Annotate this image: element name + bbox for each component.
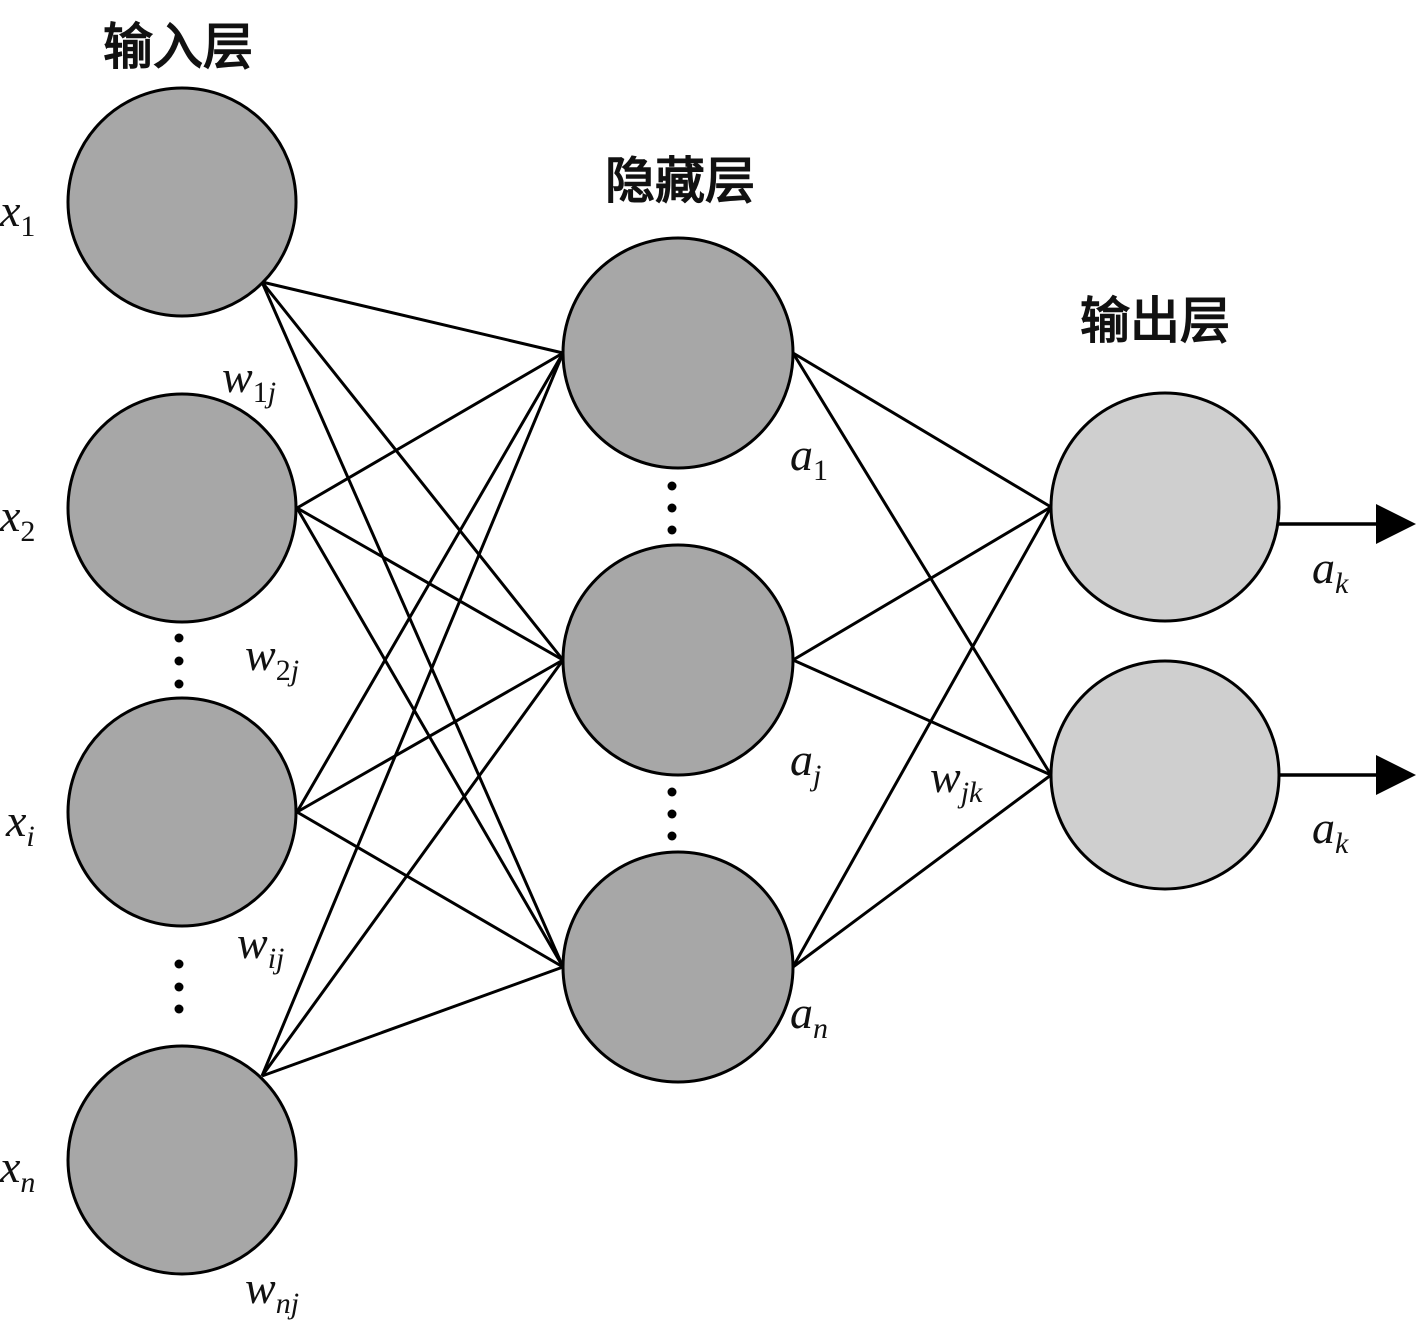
edge-x1-a1	[261, 280, 564, 355]
hidden-layer-title: 隐藏层	[605, 152, 755, 210]
input-layer	[66, 86, 298, 1276]
input-node-xi	[66, 696, 298, 928]
hidden-node-aj	[561, 543, 795, 777]
input-label-x2: x2	[0, 490, 35, 548]
output-node-1	[1049, 391, 1281, 623]
ellipsis-hidden-lower-dot-1	[667, 787, 677, 797]
ellipsis-hidden-upper-dot-3	[667, 525, 677, 535]
input-label-xi: xi	[5, 795, 35, 853]
ellipsis-input-upper-dot-2	[174, 656, 184, 666]
weight-label-w1j: w1j	[222, 351, 276, 409]
ellipsis-input-lower-dot-3	[174, 1004, 184, 1014]
edge-a1-out2	[791, 352, 1053, 776]
output-layer	[1049, 391, 1281, 891]
edge-xi-an	[296, 810, 564, 969]
edge-x2-a1	[296, 351, 564, 510]
ellipsis-input-lower-dot-2	[174, 982, 184, 992]
edge-x1-aj	[260, 281, 565, 661]
hidden-output-edges	[791, 351, 1053, 969]
hidden-node-an	[561, 850, 795, 1084]
ellipsis-input-upper-dot-3	[174, 679, 184, 689]
ellipsis-hidden-lower-dot-3	[667, 831, 677, 841]
edge-xn-a1	[260, 352, 565, 1077]
edge-an-out1	[791, 506, 1053, 968]
edge-xn-aj	[260, 659, 565, 1077]
ellipsis-dots	[174, 481, 677, 1014]
output-layer-title: 输出层	[1080, 292, 1230, 350]
edge-xi-a1	[295, 352, 565, 813]
input-node-x1	[66, 86, 298, 318]
hidden-label-aj: aj	[790, 734, 821, 792]
ellipsis-input-lower-dot-1	[174, 959, 184, 969]
ellipsis-hidden-upper-dot-2	[667, 503, 677, 513]
weight-label-w2j: w2j	[245, 629, 299, 687]
input-label-xn: xn	[0, 1141, 35, 1199]
hidden-label-an: an	[790, 987, 828, 1045]
edge-aj-out2	[792, 658, 1052, 777]
output-arrow-2-head	[1376, 755, 1416, 795]
output-arrow-1-head	[1376, 504, 1416, 544]
edge-a1-out1	[792, 351, 1052, 509]
weight-label-wnj: wnj	[245, 1262, 299, 1320]
hidden-layer	[561, 236, 795, 1084]
input-node-xn	[66, 1044, 298, 1276]
input-hidden-edges	[260, 280, 565, 1078]
ellipsis-hidden-upper-dot-1	[667, 481, 677, 491]
output-label-ak-1: ak	[1312, 542, 1349, 600]
hidden-node-a1	[561, 236, 795, 470]
output-label-ak-2: ak	[1312, 802, 1349, 860]
edge-an-out2	[792, 773, 1052, 969]
ellipsis-hidden-lower-dot-2	[667, 809, 677, 819]
edge-xi-aj	[296, 658, 564, 814]
edge-aj-out1	[792, 505, 1052, 662]
hidden-label-a1: a1	[790, 429, 828, 487]
output-node-2	[1049, 659, 1281, 891]
output-arrows	[1279, 504, 1416, 795]
weight-label-wij: wij	[237, 917, 284, 975]
input-node-x2	[66, 392, 298, 624]
ellipsis-input-upper-dot-1	[174, 633, 184, 643]
input-layer-title: 输入层	[103, 18, 253, 76]
edge-xn-an	[261, 965, 564, 1078]
weight-label-wjk: wjk	[930, 751, 983, 809]
input-label-x1: x1	[0, 185, 35, 243]
edge-x1-an	[260, 281, 565, 968]
